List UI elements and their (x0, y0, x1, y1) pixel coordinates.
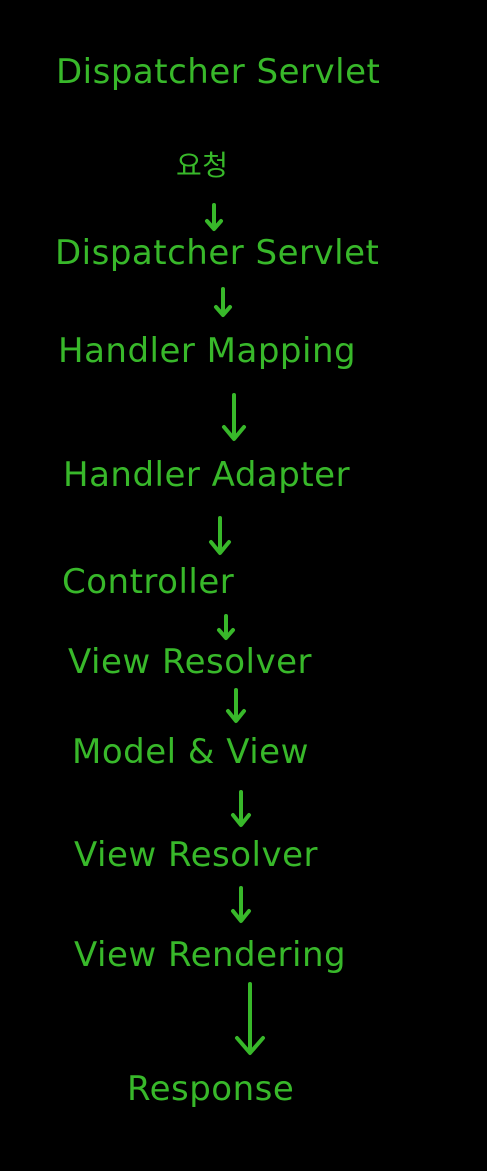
arrow-down-1 (205, 203, 223, 231)
step-handler-adapter: Handler Adapter (63, 455, 351, 495)
arrow-down-9 (235, 982, 265, 1055)
arrow-down-5 (217, 614, 235, 640)
step-handler-mapping: Handler Mapping (58, 331, 357, 371)
arrow-down-6 (226, 688, 246, 723)
step-view-resolver-2: View Resolver (74, 835, 318, 875)
arrow-down-4 (209, 516, 231, 555)
arrow-down-2 (214, 287, 232, 317)
step-view-resolver-1: View Resolver (68, 642, 312, 682)
step-dispatcher-servlet: Dispatcher Servlet (55, 233, 380, 273)
step-controller: Controller (62, 562, 235, 602)
step-model-and-view: Model & View (72, 732, 309, 772)
arrow-down-3 (222, 393, 246, 441)
step-response: Response (127, 1069, 295, 1109)
request-node: 요청 (176, 149, 229, 182)
arrow-down-8 (231, 886, 251, 923)
step-view-rendering: View Rendering (74, 935, 347, 975)
arrow-down-7 (231, 790, 251, 827)
diagram-title: Dispatcher Servlet (56, 52, 381, 92)
